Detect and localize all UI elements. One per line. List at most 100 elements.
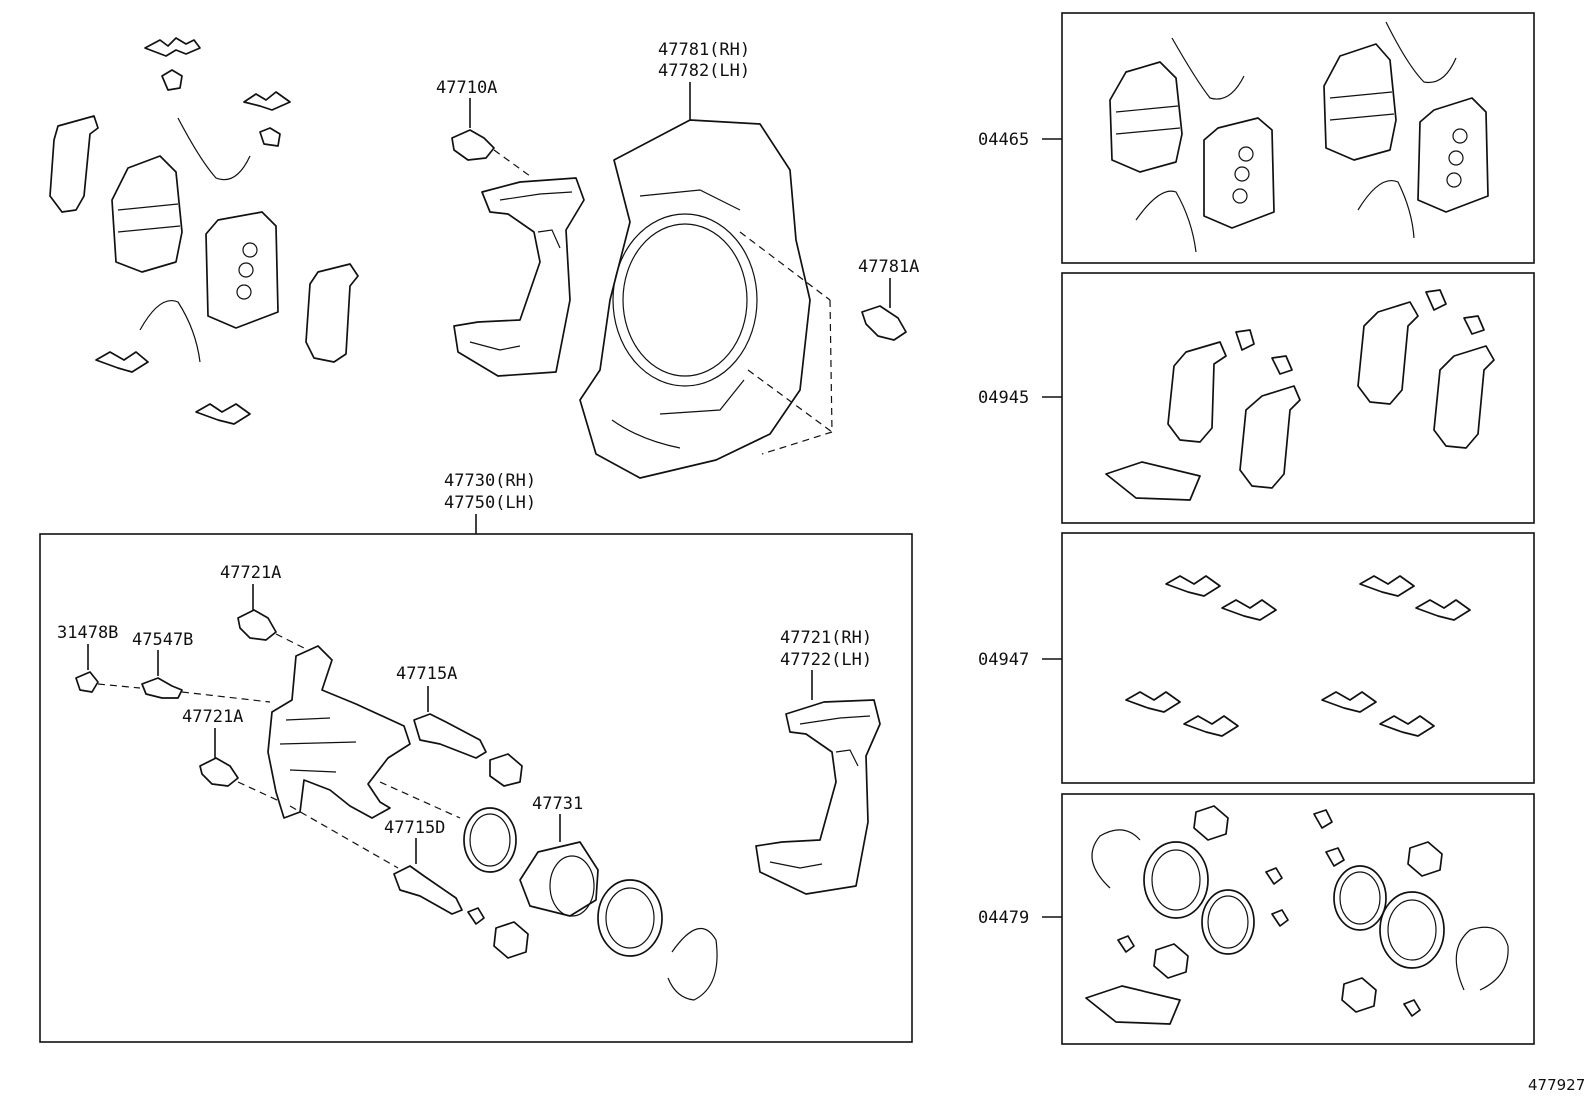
piston-boot xyxy=(1379,891,1445,969)
clip-small xyxy=(1271,909,1289,927)
brake-pad-inner xyxy=(1203,117,1275,229)
pin-boot xyxy=(1153,943,1189,979)
piston-boot xyxy=(1143,841,1209,919)
label-47722-lh: 47722(LH) xyxy=(780,650,872,670)
piston-seal xyxy=(463,807,517,873)
anti-squeal-clip xyxy=(243,91,291,111)
pad-set-exploded xyxy=(49,37,359,425)
label-47731: 47731 xyxy=(532,794,583,814)
bushing xyxy=(1313,809,1333,829)
bolt-icon xyxy=(237,609,277,641)
label-kit-04945: 04945 xyxy=(978,388,1029,408)
label-47547B: 47547B xyxy=(132,630,193,650)
slide-pin xyxy=(393,865,463,915)
brake-pad xyxy=(111,155,183,273)
bleeder-plug xyxy=(141,677,183,699)
bolt-icon xyxy=(451,129,495,161)
kit-04465-frame xyxy=(1061,12,1535,264)
brake-pad xyxy=(1323,43,1397,161)
anti-squeal-clip xyxy=(1165,575,1221,597)
dust-cover-group: 47781(RH) 47782(LH) xyxy=(579,40,833,479)
pin-boot xyxy=(493,921,529,959)
bolt-icon xyxy=(199,757,239,787)
label-47782-lh: 47782(LH) xyxy=(658,61,750,81)
dust-cover xyxy=(579,119,811,479)
retaining-ring xyxy=(1455,926,1509,991)
label-47715A: 47715A xyxy=(396,664,457,684)
bleeder-cap xyxy=(75,671,99,693)
clip-small xyxy=(259,127,281,147)
mounting-bracket xyxy=(755,699,881,895)
wear-wire xyxy=(1135,190,1197,253)
label-47781-rh: 47781(RH) xyxy=(658,40,750,60)
wear-wire xyxy=(1385,21,1457,84)
label-47721A-top: 47721A xyxy=(220,563,281,583)
clip-small xyxy=(1271,355,1293,375)
clip-small xyxy=(161,69,183,91)
wear-wire xyxy=(1171,37,1245,100)
brake-pad xyxy=(1109,61,1183,173)
caliper-assembly-frame xyxy=(39,533,913,1043)
label-47721A-mid: 47721A xyxy=(182,707,243,727)
bushing xyxy=(467,907,485,925)
torque-plate xyxy=(453,177,585,377)
grease-packet xyxy=(1085,985,1181,1025)
label-31478B: 31478B xyxy=(57,623,118,643)
label-47710A: 47710A xyxy=(436,78,497,98)
pad-shim xyxy=(49,115,99,213)
piston xyxy=(519,841,599,917)
piston-seal xyxy=(1333,865,1387,931)
label-47750-lh: 47750(LH) xyxy=(444,493,536,513)
retaining-ring xyxy=(667,927,718,1001)
bushing xyxy=(1117,935,1135,953)
kit-04947-frame xyxy=(1061,532,1535,784)
wear-wire xyxy=(1357,180,1415,239)
kit-04947-group: 04947 xyxy=(978,532,1535,784)
pin-boot xyxy=(1193,805,1229,841)
kit-04479-frame xyxy=(1061,793,1535,1045)
wear-wire xyxy=(177,117,251,181)
anti-squeal-clip xyxy=(1415,599,1471,621)
anti-squeal-clip xyxy=(95,351,149,373)
anti-squeal-clip xyxy=(144,37,201,57)
brake-pad-inner xyxy=(1417,97,1489,213)
label-kit-04947: 04947 xyxy=(978,650,1029,670)
pad-shim xyxy=(1167,341,1227,443)
piston-boot xyxy=(597,879,663,957)
pin-boot xyxy=(489,753,523,787)
label-kit-04465: 04465 xyxy=(978,130,1029,150)
caliper-body xyxy=(267,645,411,819)
slide-pin xyxy=(413,713,487,759)
pin-boot xyxy=(1407,841,1443,877)
figure-number: 477927 xyxy=(1528,1076,1585,1094)
anti-squeal-clip xyxy=(195,403,251,425)
grease-packet xyxy=(1105,461,1201,501)
piston-seal xyxy=(1201,889,1255,955)
clip-small xyxy=(1325,847,1345,867)
anti-squeal-clip xyxy=(1183,715,1239,737)
label-47781A: 47781A xyxy=(858,257,919,277)
anti-squeal-clip xyxy=(1221,599,1277,621)
bushing xyxy=(1403,999,1421,1017)
brake-pad-inner xyxy=(205,211,279,329)
anti-squeal-clip xyxy=(1379,715,1435,737)
bushing xyxy=(1265,867,1283,885)
label-47715D: 47715D xyxy=(384,818,445,838)
pad-shim xyxy=(305,263,359,363)
kit-04945-frame xyxy=(1061,272,1535,524)
anti-squeal-clip xyxy=(1321,691,1377,713)
clip-small xyxy=(1463,315,1485,335)
clip-small xyxy=(1425,289,1447,311)
kit-04465-group: 04465 xyxy=(978,12,1535,264)
pad-shim xyxy=(1357,301,1419,405)
pin-boot xyxy=(1341,977,1377,1013)
anti-squeal-clip xyxy=(1359,575,1415,597)
anti-squeal-clip xyxy=(1125,691,1181,713)
label-kit-04479: 04479 xyxy=(978,908,1029,928)
torque-plate-group: 47710A xyxy=(436,78,585,377)
retaining-ring xyxy=(1091,829,1141,889)
label-47721-rh: 47721(RH) xyxy=(780,628,872,648)
clip-small xyxy=(1235,329,1255,351)
bolt-icon xyxy=(861,305,907,341)
